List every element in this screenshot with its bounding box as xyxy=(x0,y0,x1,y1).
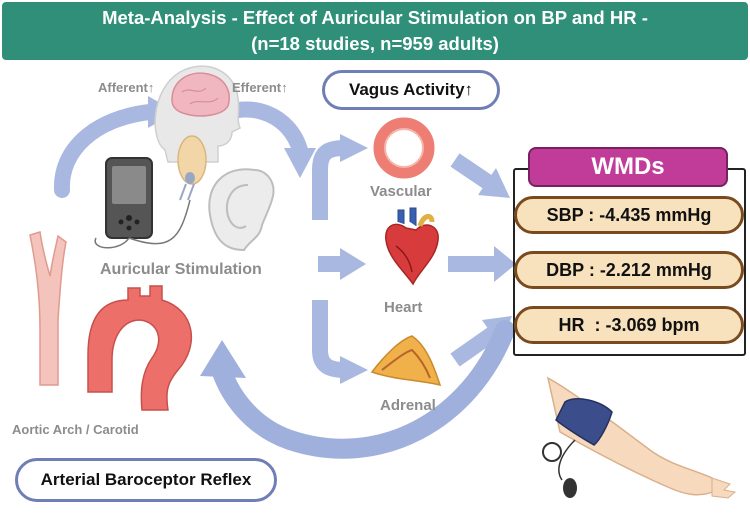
wmd-item-dbp: DBP : -2.212 mmHg xyxy=(514,251,744,289)
wmd-hr-text: HR : -3.069 bpm xyxy=(558,315,700,335)
arterial-baroceptor-reflex-label: Arterial Baroceptor Reflex xyxy=(40,470,252,489)
arterial-baroceptor-reflex-pill: Arterial Baroceptor Reflex xyxy=(15,458,277,502)
title-banner: Meta-Analysis - Effect of Auricular Stim… xyxy=(2,2,748,60)
wmd-dbp-text: DBP : -2.212 mmHg xyxy=(546,260,712,280)
vascular-to-wmd-arrow xyxy=(450,153,497,192)
branch-arrowhead-vascular xyxy=(340,134,368,162)
wmd-item-sbp: SBP : -4.435 mmHg xyxy=(514,196,744,234)
branch-arrowhead-heart xyxy=(340,248,366,280)
title-line-2: (n=18 studies, n=959 adults) xyxy=(251,33,499,54)
carotid-artery-icon xyxy=(29,231,67,386)
heart-label: Heart xyxy=(384,299,423,316)
adrenal-label: Adrenal xyxy=(380,397,436,414)
afferent-label: Afferent↑ xyxy=(98,80,155,95)
branch-arrowhead-adrenal xyxy=(340,356,368,384)
heart-to-wmd-arrow xyxy=(448,256,496,272)
heart-icon xyxy=(385,207,439,286)
baroreflex-return-arrow xyxy=(212,320,515,459)
branch-arrow-heart xyxy=(318,256,344,272)
ear-icon xyxy=(177,135,275,252)
stimulator-device-icon xyxy=(94,157,191,249)
title-line-1: Meta-Analysis - Effect of Auricular Stim… xyxy=(102,7,648,28)
wmd-item-hr: HR : -3.069 bpm xyxy=(514,306,744,344)
vessel-ring-icon xyxy=(373,117,435,179)
wmd-header: WMDs xyxy=(528,147,728,187)
afferent-arrow xyxy=(53,104,158,198)
heart-to-wmd-arrowhead xyxy=(494,246,516,282)
adrenal-gland-icon xyxy=(370,335,442,387)
vagus-activity-label: Vagus Activity↑ xyxy=(348,80,474,99)
vascular-label: Vascular xyxy=(370,183,432,200)
aortic-arch-carotid-label: Aortic Arch / Carotid xyxy=(12,422,139,437)
adrenal-to-wmd-arrow xyxy=(450,325,500,367)
auricular-stimulation-label: Auricular Stimulation xyxy=(100,261,262,278)
vascular-to-wmd-arrowhead xyxy=(478,168,510,198)
vagus-activity-pill: Vagus Activity↑ xyxy=(322,70,500,110)
wmd-sbp-text: SBP : -4.435 mmHg xyxy=(546,205,712,225)
wmd-header-label: WMDs xyxy=(591,153,665,180)
bp-cuff-arm-icon xyxy=(542,376,737,499)
efferent-label: Efferent↑ xyxy=(232,80,288,95)
baroreflex-return-arrowhead xyxy=(200,340,246,378)
brain-head-icon xyxy=(154,65,241,163)
aortic-arch-icon xyxy=(87,285,192,411)
efferent-arrowhead xyxy=(284,148,316,178)
